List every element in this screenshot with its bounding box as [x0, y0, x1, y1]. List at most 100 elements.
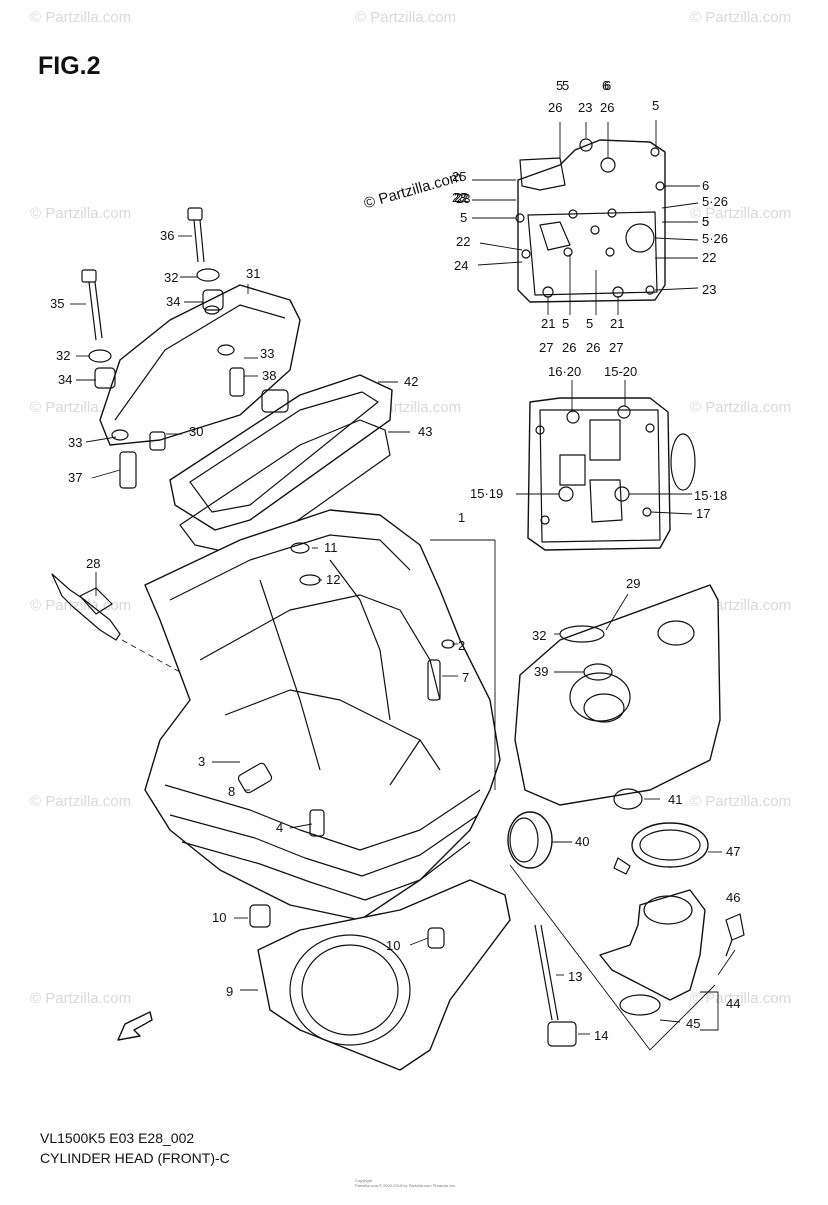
watermark: © Partzilla.com	[690, 990, 791, 1007]
watermark: © Partzilla.com	[30, 990, 131, 1007]
oil-plate-leaders	[516, 380, 693, 515]
callout-number: 3	[198, 754, 205, 769]
callout-number: 7	[462, 670, 469, 685]
watermark: © Partzilla.com	[30, 205, 131, 222]
callout-number: 13	[568, 969, 582, 984]
watermark: © Partzilla.com	[30, 597, 131, 614]
callout-number: 27	[609, 340, 623, 355]
callout-number: 23	[578, 100, 592, 115]
callout-number: 12	[326, 572, 340, 587]
callout-number: 28	[86, 556, 100, 571]
callout-number: 2	[458, 638, 465, 653]
left-leaders	[70, 235, 410, 479]
callout-number: 37	[68, 470, 82, 485]
callout-number: 5	[702, 214, 709, 229]
head-base-gasket	[234, 879, 511, 1071]
bolts-left	[81, 207, 224, 389]
callout-number: 33	[68, 435, 82, 450]
callout-number: 22	[702, 250, 716, 265]
callout-number: 41	[668, 792, 682, 807]
callout-number: 5·26	[702, 194, 728, 209]
callout-number: 5	[460, 210, 467, 225]
callout-number: 15-20	[604, 364, 637, 379]
callout-number: 39	[534, 664, 548, 679]
callout-number: 23	[456, 191, 470, 206]
callout-number: 10	[386, 938, 400, 953]
callout-number: 32	[164, 270, 178, 285]
callout-number: 21	[610, 316, 624, 331]
model-code: VL1500K5 E03 E28_002	[40, 1130, 195, 1146]
callout-number: 5·26	[702, 231, 728, 246]
callout-number: 25	[452, 169, 466, 184]
spark-plug	[51, 572, 181, 673]
intake	[599, 822, 745, 1031]
callout-number: 10	[212, 910, 226, 925]
callout-number: 22	[456, 234, 470, 249]
callout-number: 5	[702, 214, 709, 229]
watermark: © Partzilla.com	[690, 399, 791, 416]
stud	[509, 864, 716, 1051]
callout-number: 16·20	[548, 364, 581, 379]
callout-number: 15·19	[470, 486, 503, 501]
plate-leaders	[472, 120, 700, 315]
watermark: © Partzilla.com	[690, 9, 791, 26]
callout-number: 30	[189, 424, 203, 439]
callout-number: 14	[594, 1028, 608, 1043]
callout-number: 9	[226, 984, 233, 999]
copyright-line2: Partzilla.com © 2002-2019 by Partzilla.c…	[355, 1183, 456, 1188]
head-cover-plate	[515, 138, 666, 303]
callout-number: 1	[458, 510, 465, 525]
callout-number: 26	[586, 340, 600, 355]
callout-number: 34	[166, 294, 180, 309]
callout-number: 4	[276, 820, 283, 835]
air-cleaner-box	[514, 584, 721, 810]
callout-number: 5	[562, 78, 569, 93]
callout-number: 38	[262, 368, 276, 383]
callout-number: 5	[586, 316, 593, 331]
callout-number: 23	[702, 282, 716, 297]
callout-number: 5	[556, 78, 563, 93]
watermark: © Partzilla.com	[690, 205, 791, 222]
callout-number: 27	[539, 340, 553, 355]
callout-number: 34	[58, 372, 72, 387]
callout-number: 32	[532, 628, 546, 643]
callout-number: 6	[602, 78, 609, 93]
callout-number: 23	[452, 190, 466, 205]
watermark: © Partzilla.com	[690, 793, 791, 810]
head-cover	[99, 284, 301, 489]
callout-number: 42	[404, 374, 418, 389]
callout-number: 26	[548, 100, 562, 115]
callout-number: 11	[324, 540, 338, 555]
callout-number: 21	[541, 316, 555, 331]
callout-number: 17	[696, 506, 710, 521]
callout-number: 35	[50, 296, 64, 311]
watermark: © Partzilla.com	[30, 9, 131, 26]
callout-number: 24	[454, 258, 468, 273]
diagram-name: CYLINDER HEAD (FRONT)-C	[40, 1150, 230, 1166]
head-gasket-upper	[169, 374, 393, 531]
callout-number: 26	[562, 340, 576, 355]
callout-number: 32	[56, 348, 70, 363]
callout-number: 36	[160, 228, 174, 243]
watermark: © Partzilla.com	[355, 9, 456, 26]
watermark: © Partzilla.com	[30, 793, 131, 810]
callout-number: 29	[626, 576, 640, 591]
callout-number: 33	[260, 346, 274, 361]
callout-number: 22	[454, 190, 468, 205]
callout-number: 44	[726, 996, 740, 1011]
callout-number: 40	[575, 834, 589, 849]
gasket-43	[179, 419, 391, 556]
callout-number: 5	[562, 316, 569, 331]
callout-number: 26	[600, 100, 614, 115]
cylinder-head	[144, 509, 501, 921]
copyright-line1: Copyright	[355, 1178, 373, 1183]
callout-number: 47	[726, 844, 740, 859]
callout-number: 15·18	[694, 488, 727, 503]
fwd-arrow: FWD	[117, 1011, 153, 1041]
cylinder-head-leaders	[212, 539, 496, 829]
cap	[507, 811, 572, 869]
figure-title: FIG.2	[38, 52, 101, 80]
callout-number: 6	[604, 78, 611, 93]
callout-number: 8	[228, 784, 235, 799]
